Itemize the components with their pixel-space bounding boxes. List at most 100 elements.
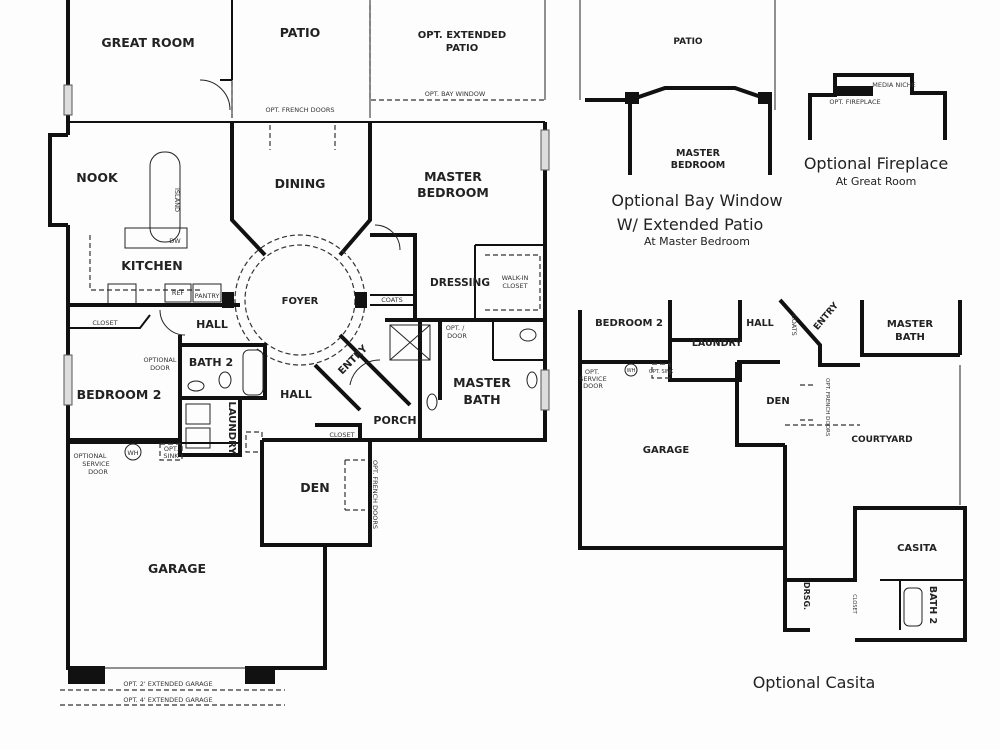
label-bay-bedroom: BEDROOM (671, 160, 726, 171)
note-casita-service-door-3: DOOR (583, 382, 603, 390)
sink-icon (426, 393, 438, 411)
label-casita-bedroom-2: BEDROOM 2 (595, 318, 663, 329)
closet-dash (485, 254, 541, 311)
fireplace-option: OPT. FIREPLACE MEDIA NICHE Optional Fire… (804, 73, 948, 188)
master-bath-walls (385, 318, 442, 440)
label-opt-extended-patio-2: PATIO (446, 43, 478, 54)
toilet-icon (218, 371, 232, 389)
note-opt-door: OPT. / (446, 324, 465, 332)
entry-walls (313, 333, 412, 412)
pantry (192, 283, 222, 303)
note-extended-garage-4: OPT. 4' EXTENDED GARAGE (123, 696, 212, 704)
fireplace-walls (808, 73, 947, 140)
cooktop-icon (107, 283, 137, 305)
washer-icon (185, 403, 211, 425)
label-master-bath: MASTER (453, 375, 511, 390)
shower (389, 324, 431, 361)
sink-icon (526, 371, 538, 389)
counter-dash (89, 235, 200, 291)
bath-2-walls (180, 343, 267, 400)
sink-icon (187, 380, 205, 392)
wall-pier (625, 92, 639, 104)
note-walk-in: WALK-IN (502, 274, 529, 282)
casita-bath-walls (880, 579, 965, 630)
label-casita-laundry: LAUNDRY (692, 338, 742, 349)
label-opt-extended-patio: OPT. EXTENDED (418, 30, 506, 41)
note-pantry: PANTRY (195, 292, 220, 300)
label-nook: NOOK (76, 170, 119, 185)
main-floor-plan: GREAT ROOM PATIO OPT. EXTENDED PATIO OPT… (48, 0, 550, 706)
caption-optional-casita: Optional Casita (753, 673, 876, 692)
toilet-icon (519, 328, 537, 342)
walk-in-closet-walls (474, 244, 545, 320)
note-ref: REF (172, 289, 185, 297)
caption-bay-window: Optional Bay Window (611, 191, 782, 210)
label-casita-master-bath-2: BATH (895, 332, 925, 343)
garage-pier (245, 668, 275, 684)
note-opt-fireplace: OPT. FIREPLACE (829, 98, 880, 106)
window (540, 129, 550, 171)
entry-door (349, 359, 381, 386)
note-optional-door: OPTIONAL (144, 356, 177, 364)
wall-pier (758, 92, 772, 104)
label-den: DEN (300, 480, 329, 495)
toilet-room-wall (492, 320, 545, 361)
note-closet: CLOSET (502, 282, 527, 290)
note-dw: DW (169, 237, 181, 245)
caption-optional-fireplace: Optional Fireplace (804, 154, 948, 173)
note-optional-door-2: DOOR (150, 364, 170, 372)
note-closet: CLOSET (92, 319, 117, 327)
note-service-door: OPTIONAL (74, 452, 107, 460)
label-porch: PORCH (373, 414, 416, 427)
subcaption-great-room: At Great Room (836, 175, 917, 188)
note-service-door-2: SERVICE (82, 460, 109, 468)
note-casita-coats: COATS (790, 314, 798, 336)
note-island: ISLAND (173, 188, 181, 212)
label-bedroom-2: BEDROOM 2 (77, 387, 162, 402)
french-doors-dash (269, 125, 336, 150)
water-heater-icon (124, 443, 142, 461)
label-bay-patio: PATIO (673, 37, 703, 47)
note-opt-sink-2: SINK (163, 452, 179, 460)
note-media-niche: MEDIA NICHE (872, 81, 915, 89)
exterior-walls (66, 0, 547, 670)
hall-closet-walls (315, 423, 362, 440)
master-bedroom-walls (370, 233, 545, 322)
label-casita: CASITA (897, 543, 937, 554)
casita-french-doors (785, 384, 860, 426)
kitchen-island (149, 151, 181, 243)
label-patio: PATIO (280, 25, 321, 40)
note-casita-service-door: OPT. (585, 368, 599, 376)
label-master-bedroom-2: BEDROOM (417, 185, 489, 200)
label-dining: DINING (275, 176, 326, 191)
label-courtyard: COURTYARD (851, 435, 912, 445)
laundry-walls (178, 398, 242, 457)
note-casita-opt-sink: OPT. SINK (649, 369, 674, 375)
label-drsg: DRSG. (802, 582, 811, 610)
den-walls (260, 438, 370, 547)
hall-door (159, 309, 186, 336)
label-casita-bath-2: BATH 2 (927, 586, 938, 624)
opt-sink-icon (245, 431, 263, 453)
caption-extended-patio: W/ Extended Patio (617, 215, 764, 234)
subcaption-master-bedroom: At Master Bedroom (644, 235, 750, 248)
patio-lines (579, 0, 776, 110)
label-casita-den: DEN (766, 396, 790, 407)
great-room-wall (220, 0, 233, 81)
note-wh: WH (127, 449, 138, 457)
label-casita-hall: HALL (746, 318, 773, 329)
label-hall: HALL (196, 318, 228, 331)
note-casita-service-door-2: SERVICE (579, 375, 606, 383)
kitchen-sink-counter (124, 227, 188, 249)
label-master-bath-2: BATH (463, 392, 500, 407)
label-casita-entry: ENTRY (812, 301, 841, 333)
label-bath-2: BATH 2 (189, 356, 233, 369)
dining-walls (230, 122, 372, 257)
note-coats: COATS (381, 296, 403, 304)
casita-option: BEDROOM 2 LAUNDRY HALL COATS ENTRY MASTE… (578, 298, 967, 692)
note-service-door-3: DOOR (88, 468, 108, 476)
dryer-icon (185, 427, 211, 449)
note-opt-french-doors: OPT. FRENCH DOORS (266, 106, 335, 114)
bay-window-option: PATIO MASTER BEDROOM Optional Bay Window… (579, 0, 783, 248)
